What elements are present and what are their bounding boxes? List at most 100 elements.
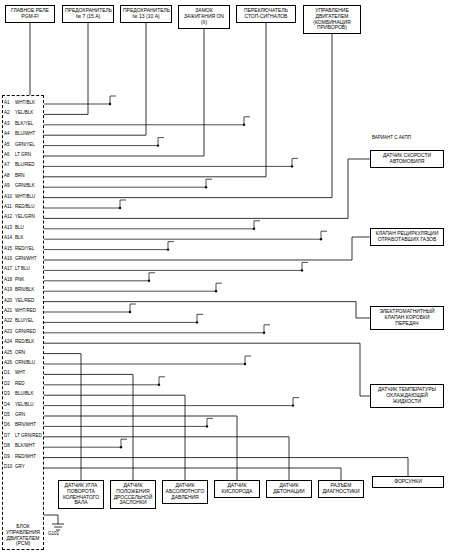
component-name: ДАТЧИК УГЛА ПОВОРОТА КОЛЕНЧАТОГО ВАЛА — [61, 483, 101, 506]
pin-number: D2 — [4, 382, 10, 387]
pin-number: A24 — [4, 340, 12, 345]
component-box: ПЕРЕКЛЮЧАТЕЛЬ СТОП-СИГНАЛОВ — [236, 5, 296, 23]
pin-number: A1 — [4, 101, 10, 106]
wire-color: GRN/YEL — [15, 143, 35, 148]
splice-dot — [206, 425, 208, 427]
wire — [44, 283, 222, 291]
wire — [44, 377, 165, 385]
pin-number: D3 — [4, 392, 10, 397]
component-box: ПРЕДОХРАНИТЕЛЬ № 7 (15 А) — [62, 5, 114, 23]
component-box: ДАТЧИК КИСЛОРОДА — [214, 480, 260, 498]
component-box: ДАТЧИК УГЛА ПОВОРОТА КОЛЕНЧАТОГО ВАЛА — [58, 480, 104, 509]
wire-color: ORN/BLU — [15, 361, 35, 366]
wire-connector — [44, 437, 289, 480]
component-box: ЭЛЕКТРОМАГНИТНЫЙ КЛАПАН КОРОБКИ ПЕРЕДАЧ — [370, 306, 444, 330]
component-name: ПРЕДОХРАНИТЕЛЬ № 13 (10 А) — [123, 8, 169, 20]
wire-color: LT GRN — [15, 153, 31, 158]
wire — [44, 439, 127, 447]
component-name: ЭЛЕКТРОМАГНИТНЫЙ КЛАПАН КОРОБКИ ПЕРЕДАЧ — [373, 309, 441, 326]
wire — [44, 325, 270, 333]
wire-color: BLK/YEL — [15, 122, 33, 127]
component-name: УПРАВЛЕНИЕ ДВИГАТЕЛЕМ (КОМБИНАЦИЯ ПРИБОР… — [306, 8, 358, 31]
wire-connector — [44, 354, 81, 480]
wire-color: ORN — [15, 351, 25, 356]
splice-dot — [109, 103, 111, 105]
pin-number: D5 — [4, 413, 10, 418]
wire-color: GRY — [15, 465, 25, 470]
splice-dot — [215, 290, 217, 292]
component-box: УПРАВЛЕНИЕ ДВИГАТЕЛЕМ (КОМБИНАЦИЯ ПРИБОР… — [303, 5, 361, 34]
wire-connector — [44, 343, 370, 396]
wire — [44, 273, 155, 281]
wire-color: BLU/BLK — [15, 392, 34, 397]
pin-number: A17 — [4, 267, 12, 272]
splice-dot — [129, 311, 131, 313]
ground-symbol — [44, 515, 64, 530]
pin-number: D4 — [4, 403, 10, 408]
wire-color: RED — [15, 382, 25, 387]
pin-number: A10 — [4, 195, 12, 200]
wire-color: RED/BLK — [15, 340, 34, 345]
splice-dot — [205, 186, 207, 188]
wire — [44, 356, 251, 364]
pin-number: A26 — [4, 361, 12, 366]
pin-number: A14 — [4, 236, 12, 241]
wire-color: BRN/BLK — [15, 288, 34, 293]
pin-number: A3 — [4, 122, 10, 127]
wire-color: YEL/BLU — [15, 403, 34, 408]
pin-number: A22 — [4, 319, 12, 324]
component-box: ДАТЧИК СКОРОСТИ АВТОМОБИЛЯ — [370, 150, 444, 168]
component-name: ДАТЧИК ТЕМПЕРАТУРЫ ОХЛАЖДАЮЩЕЙ ЖИДКОСТИ — [373, 387, 441, 404]
pin-number: D6 — [4, 423, 10, 428]
wire-connector — [44, 34, 332, 198]
component-box: ГЛАВНОЕ РЕЛЕ PGM-FI — [5, 5, 55, 23]
wire — [44, 117, 250, 125]
wire — [44, 262, 308, 270]
splice-dot — [244, 363, 246, 365]
pin-number: A15 — [4, 247, 12, 252]
splice-dot — [157, 144, 159, 146]
splice-dot — [301, 269, 303, 271]
component-name: ДАТЧИК КИСЛОРОДА — [217, 483, 257, 495]
component-box: ПРЕДОХРАНИТЕЛЬ № 13 (10 А) — [120, 5, 172, 23]
wire-connector — [44, 395, 185, 480]
wire-color: BRN — [15, 174, 25, 179]
splice-dot — [167, 248, 169, 250]
pin-number: A25 — [4, 351, 12, 356]
wire — [44, 138, 164, 146]
component-box: КЛАПАН РЕЦИРКУЛЯЦИИ ОТРАБОТАВШИХ ГАЗОВ — [370, 228, 444, 246]
component-name: ПЕРЕКЛЮЧАТЕЛЬ СТОП-СИГНАЛОВ — [239, 8, 293, 20]
pin-number: A13 — [4, 226, 12, 231]
wire-connector — [44, 23, 266, 177]
wire-color: GRN/BLK — [15, 184, 35, 189]
wire-connector — [44, 458, 408, 476]
pin-number: A21 — [4, 309, 12, 314]
component-name: ПРЕДОХРАНИТЕЛЬ № 7 (15 А) — [65, 8, 111, 20]
wire-color: RED/BLU — [15, 205, 35, 210]
wire-connector — [44, 29, 204, 156]
wire-color: WHT/BLU — [15, 195, 35, 200]
ground-wire — [44, 515, 58, 524]
wire — [44, 231, 327, 239]
wire-color: PNK — [15, 278, 24, 283]
pin-number: D1 — [4, 371, 10, 376]
pin-number: A20 — [4, 299, 12, 304]
wire-connector — [44, 23, 88, 114]
wire-connector — [44, 159, 370, 218]
component-box: ДАТЧИК АБСОЛЮТНОГО ДАВЛЕНИЯ — [162, 480, 208, 504]
component-name: ДАТЧИК АБСОЛЮТНОГО ДАВЛЕНИЯ — [165, 483, 205, 500]
pin-number: A19 — [4, 288, 12, 293]
splice-dot — [148, 280, 150, 282]
pin-number: D10 — [4, 465, 12, 470]
pin-number: A5 — [4, 143, 10, 148]
wire — [44, 314, 203, 322]
component-box: РАЗЪЁМ ДИАГНОСТИКИ — [318, 480, 364, 498]
wire-color: YEL/RED — [15, 299, 34, 304]
component-name: КЛАПАН РЕЦИРКУЛЯЦИИ ОТРАБОТАВШИХ ГАЗОВ — [373, 231, 441, 243]
splice-dot — [196, 321, 198, 323]
wire — [44, 242, 174, 250]
wire-connector — [44, 302, 370, 318]
wire-color: YEL/BLK — [15, 111, 33, 116]
